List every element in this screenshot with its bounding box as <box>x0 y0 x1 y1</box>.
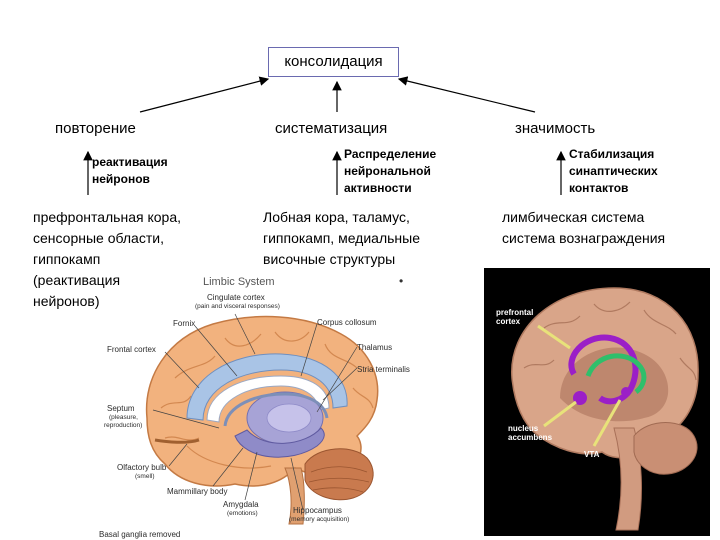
regions-significance: лимбическая система система вознагражден… <box>502 209 666 246</box>
corpus-callosum <box>206 375 330 423</box>
label-septum: Septum <box>107 404 135 413</box>
cerebellum-shape <box>304 448 374 501</box>
regions-systematization: Лобная кора, таламус, гиппокамп, медиаль… <box>263 209 421 267</box>
regions-repetition: префронтальная кора, сенсорные области, … <box>33 209 181 309</box>
label-thalamus: Thalamus <box>357 343 393 352</box>
label-septum-sub1: (pleasure, <box>109 414 138 421</box>
pathway-green <box>585 353 647 394</box>
label-corpus-callosum: Corpus collosum <box>317 318 377 327</box>
mechanism-stabilization: Стабилизация синаптических контактов <box>569 147 658 195</box>
bullet-mark: • <box>399 274 404 288</box>
label-stria: Stria terminalis <box>357 365 410 374</box>
mechanism-reactivation: реактивация нейронов <box>92 155 168 186</box>
label-cingulate-sub: (pain and visceral responses) <box>195 303 280 310</box>
label-olfactory: Olfactory bulb <box>117 463 167 472</box>
mechanism-distribution: Распределение нейрональной активности <box>344 147 437 195</box>
brainstem-shape <box>284 467 305 525</box>
arrow-left-to-top <box>139 76 270 113</box>
label-nucleus-accumbens: nucleus accumbens <box>508 424 553 442</box>
label-amygdala: Amygdala <box>223 500 259 509</box>
label-mammillary: Mammillary body <box>167 487 228 496</box>
label-septum-sub2: reproduction) <box>104 422 143 429</box>
label-frontal: Frontal cortex <box>107 345 156 354</box>
branch-significance: значимость <box>515 120 596 137</box>
cingulate-band <box>186 353 348 421</box>
label-olfactory-sub: (smell) <box>135 473 155 480</box>
consolidation-box: консолидация <box>268 47 399 77</box>
limbic-title: Limbic System <box>203 276 275 288</box>
label-hippocampus: Hippocampus <box>293 506 342 515</box>
nucleus-accumbens-dot <box>573 391 587 405</box>
label-hippocampus-sub: (memory acquisition) <box>289 516 350 523</box>
pathway-purple <box>568 334 639 405</box>
label-amygdala-sub: (emotions) <box>227 510 258 517</box>
label-fornix: Fornix <box>173 319 196 328</box>
olfactory-bulb-shape <box>154 438 200 444</box>
limbic-system-figure: Limbic System • <box>95 268 425 540</box>
reward-brain-drawing <box>511 287 699 531</box>
label-prefrontal: prefrontal cortex <box>496 308 534 326</box>
vta-dot <box>621 387 631 397</box>
label-footer: Basal ganglia removed <box>99 530 181 539</box>
reward-system-figure: prefrontal cortex nucleus accumbens VTA <box>484 268 710 536</box>
fornix-shape <box>223 392 329 427</box>
hippocampus-shape <box>234 427 325 458</box>
limbic-brain-drawing <box>145 313 379 525</box>
arrow-right-to-top <box>397 76 536 113</box>
label-vta: VTA <box>584 450 600 459</box>
branch-systematization: систематизация <box>275 120 388 137</box>
photo-cerebellum <box>633 422 698 475</box>
branch-repetition: повторение <box>55 120 136 137</box>
label-cingulate: Cingulate cortex <box>207 293 265 302</box>
